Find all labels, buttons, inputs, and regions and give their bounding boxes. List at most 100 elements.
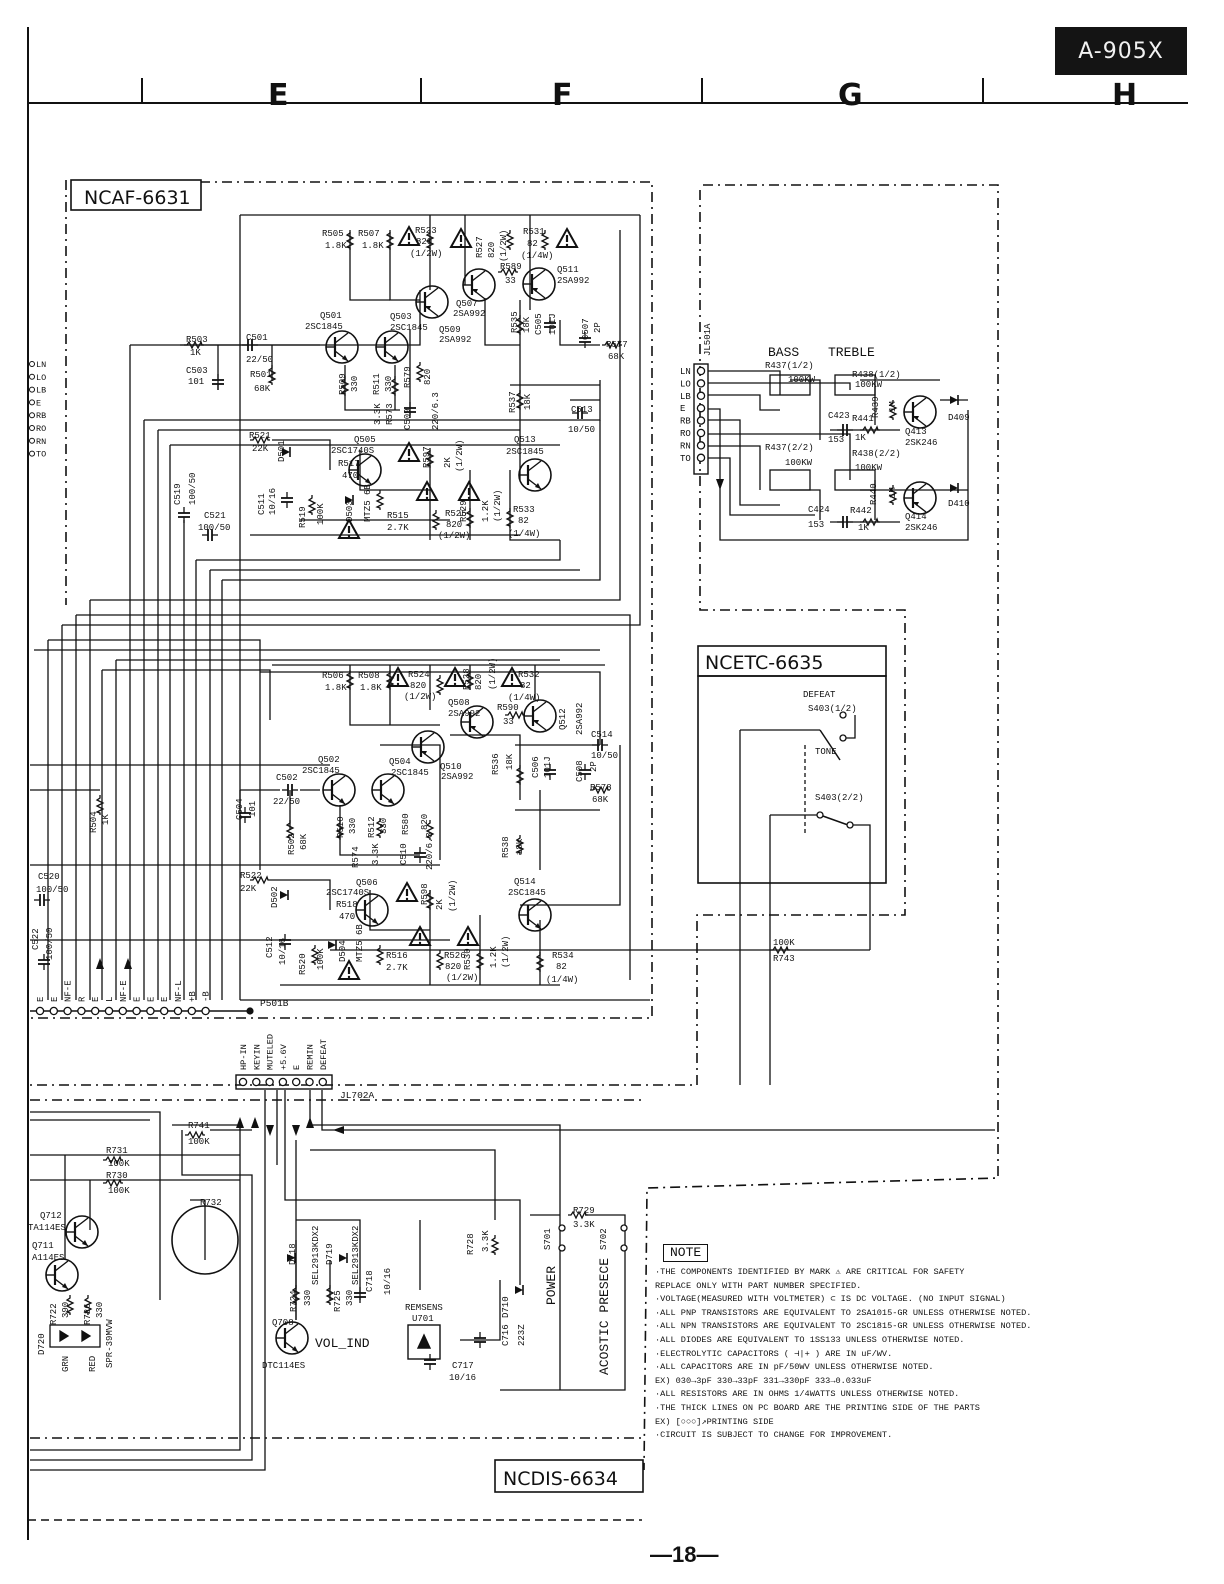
svg-text:R505: R505	[322, 229, 344, 239]
svg-text:68K: 68K	[608, 352, 625, 362]
svg-text:R580: R580	[401, 813, 411, 835]
note-item: REPLACE ONLY WITH PART NUMBER SPECIFIED.	[655, 1280, 862, 1291]
board-label-ncdis: NCDIS-6634	[503, 1468, 618, 1490]
jl702a-pin	[238, 1077, 248, 1087]
svg-text:R526: R526	[444, 951, 466, 961]
svg-text:1.2K: 1.2K	[489, 946, 499, 968]
svg-text:R528: R528	[462, 668, 472, 690]
svg-text:R730: R730	[106, 1171, 128, 1181]
left-edge-pin	[29, 399, 35, 406]
svg-text:100K: 100K	[108, 1186, 130, 1196]
q413-type: 2SK246	[905, 438, 937, 448]
note-item: ·THE COMPONENTS IDENTIFIED BY MARK ⚠ ARE…	[655, 1267, 965, 1277]
p501b-pin	[201, 1006, 210, 1016]
jl501a-pin	[696, 453, 706, 463]
tone-control-wiring	[708, 370, 969, 541]
note-item: ·THE THICK LINES ON PC BOARD ARE THE PRI…	[655, 1402, 980, 1413]
svg-text:Q509: Q509	[439, 325, 461, 335]
display-board-labels: R741 100K R731 100K R730 100K R732 Q712 …	[28, 1121, 612, 1383]
svg-text:390: 390	[61, 1302, 71, 1318]
svg-text:(1/4W): (1/4W)	[546, 975, 578, 985]
svg-text:D502: D502	[270, 886, 280, 908]
svg-text:68K: 68K	[299, 833, 309, 850]
svg-text:220/6.3: 220/6.3	[425, 832, 435, 870]
svg-text:(1/2W): (1/2W)	[448, 880, 458, 912]
svg-text:101: 101	[248, 801, 258, 817]
s403a-label: S403(1/2)	[808, 704, 857, 714]
svg-text:2SC1845: 2SC1845	[391, 768, 429, 778]
svg-text:820: 820	[410, 681, 426, 691]
svg-text:(1/2W): (1/2W)	[501, 936, 511, 968]
svg-text:REMSENS: REMSENS	[405, 1303, 443, 1313]
left-edge-pin-label: RO	[36, 424, 46, 434]
svg-text:(1/2W): (1/2W)	[455, 440, 465, 472]
p501b-pin-label: NF-E	[64, 980, 74, 1002]
left-edge-pin	[29, 450, 35, 457]
svg-text:2SC1845: 2SC1845	[302, 766, 340, 776]
svg-text:10/16: 10/16	[278, 938, 288, 965]
svg-text:R511: R511	[372, 373, 382, 395]
p501b-pin	[187, 1006, 197, 1016]
c423-value: 153	[828, 435, 844, 445]
svg-text:Q513: Q513	[514, 435, 536, 445]
svg-text:Q501: Q501	[320, 311, 342, 321]
p501b-pin-label: E	[91, 997, 101, 1002]
svg-text:R728: R728	[466, 1233, 476, 1255]
left-edge-pin	[29, 425, 35, 431]
jl501a-label: JL501A	[703, 323, 713, 356]
svg-text:2K: 2K	[435, 899, 445, 910]
svg-text:C519: C519	[173, 483, 183, 505]
svg-text:R532: R532	[518, 670, 540, 680]
svg-text:(1/4W): (1/4W)	[508, 693, 540, 703]
svg-text:820: 820	[423, 369, 433, 385]
svg-text:R502: R502	[287, 833, 297, 855]
svg-text:(1/4W): (1/4W)	[508, 529, 540, 539]
defeat-switch-contacts	[816, 711, 854, 829]
svg-text:101: 101	[188, 377, 204, 387]
p501b-pin	[49, 1006, 59, 1016]
svg-text:101J: 101J	[543, 756, 553, 778]
column-label-f: F	[552, 78, 573, 113]
svg-text:100K: 100K	[188, 1137, 210, 1147]
notes-list: ·THE COMPONENTS IDENTIFIED BY MARK ⚠ ARE…	[655, 1266, 1055, 1443]
jl702a-pin-label: MUTELED	[266, 1034, 276, 1070]
amp-top-symbols	[177, 225, 623, 542]
svg-text:R579: R579	[403, 366, 413, 388]
svg-text:2.7K: 2.7K	[387, 523, 409, 533]
res-r728	[491, 1234, 499, 1256]
svg-text:(1/2W): (1/2W)	[410, 249, 442, 259]
svg-text:Q514: Q514	[514, 877, 536, 887]
svg-text:C505: C505	[534, 313, 544, 335]
svg-text:1K: 1K	[101, 814, 111, 825]
svg-text:RED: RED	[88, 1356, 98, 1372]
connector-jl702a: JL702A	[235, 1074, 375, 1101]
svg-text:Q510: Q510	[440, 762, 462, 772]
svg-text:Q503: Q503	[390, 312, 412, 322]
jl702a-pin	[278, 1077, 288, 1087]
svg-text:820: 820	[446, 520, 462, 530]
svg-text:R509: R509	[338, 373, 348, 395]
treble-label: TREBLE	[828, 345, 875, 360]
svg-text:330: 330	[348, 818, 358, 834]
transistor-q711	[44, 1257, 80, 1293]
svg-text:10/50: 10/50	[591, 751, 618, 761]
c424-label: C424	[808, 505, 830, 515]
r437a-value: 100KW	[788, 375, 816, 385]
p501b-pin	[104, 1006, 114, 1016]
svg-text:R535: R535	[510, 311, 520, 333]
svg-text:C718: C718	[365, 1270, 375, 1292]
column-label-e: E	[268, 78, 289, 113]
left-edge-pin	[29, 386, 35, 393]
svg-text:1.8K: 1.8K	[325, 683, 347, 693]
jl702a-pin-label: E	[292, 1065, 302, 1070]
svg-text:Q712: Q712	[40, 1211, 62, 1221]
jl501a-pin	[696, 428, 706, 438]
svg-text:R589: R589	[500, 262, 522, 272]
q414-type: 2SK246	[905, 523, 937, 533]
svg-text:18K: 18K	[515, 838, 525, 855]
diode-d719	[338, 1252, 348, 1264]
svg-text:R507: R507	[358, 229, 380, 239]
